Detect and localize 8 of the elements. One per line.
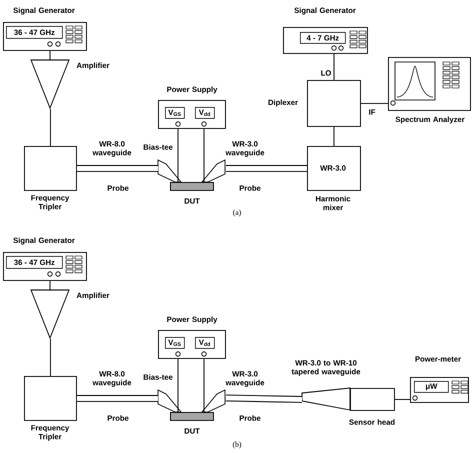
cable [50, 108, 51, 146]
waveguide [76, 165, 158, 172]
waveguide [226, 165, 307, 172]
cable [394, 399, 410, 400]
cable [50, 338, 51, 376]
waveguide [226, 394, 302, 403]
waveguide [76, 395, 158, 402]
cable [360, 103, 388, 104]
